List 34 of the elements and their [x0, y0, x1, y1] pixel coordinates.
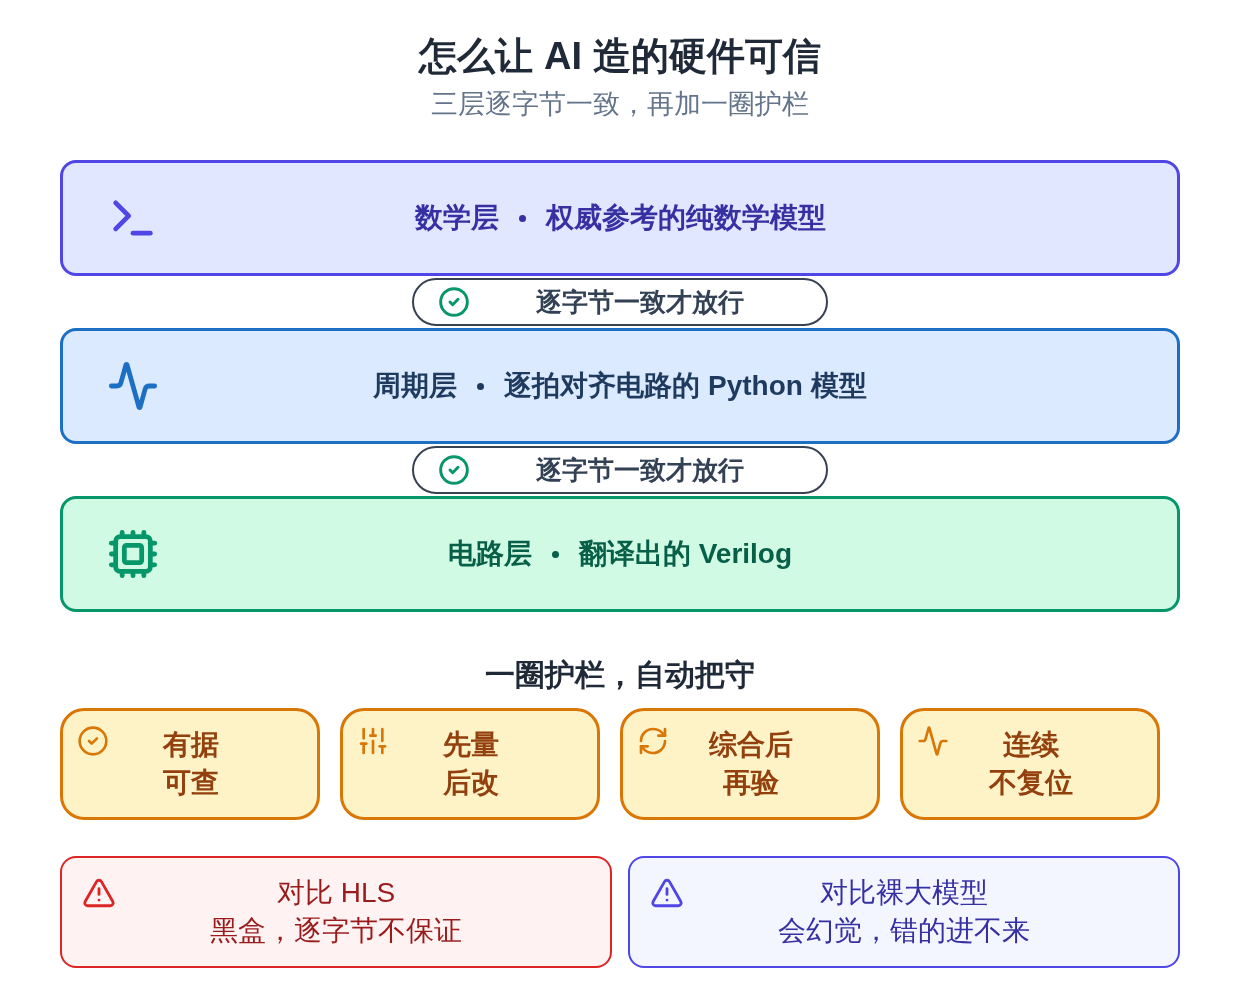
- contrast-text: 会幻觉，错的进不来: [778, 914, 1030, 948]
- guard-card: [60, 708, 320, 820]
- title: 怎么让 AI 造的硬件可信: [419, 34, 821, 79]
- guard-text: 再验: [722, 766, 779, 800]
- layer-text: 逐拍对齐电路的 Python 模型: [504, 369, 867, 403]
- gate-text: 逐字节一致才放行: [536, 285, 744, 319]
- contrast-heading: 对比裸大模型: [820, 876, 988, 910]
- gate-text: 逐字节一致才放行: [536, 453, 744, 487]
- layer-box: [60, 328, 1180, 444]
- guard-card: [340, 708, 600, 820]
- layer-text: 翻译出的 Verilog: [578, 537, 793, 571]
- check-pill: [412, 446, 828, 494]
- guard-text: 可查: [162, 766, 219, 800]
- contrast-text: 黑盒，逐字节不保证: [210, 914, 462, 948]
- contrast-card: [628, 856, 1180, 968]
- guard-card: [900, 708, 1160, 820]
- guard-text: 后改: [442, 766, 499, 800]
- guard-card: [620, 708, 880, 820]
- contrast-heading: 对比 HLS: [276, 876, 396, 910]
- layer-text: 电路层: [447, 537, 532, 571]
- section-heading: 一圈护栏，自动把守: [485, 657, 755, 693]
- layer-box: [60, 160, 1180, 276]
- guard-text: 连续: [1002, 728, 1059, 762]
- guard-text: 有据: [162, 728, 219, 762]
- check-pill: [412, 278, 828, 326]
- guard-text: 不复位: [988, 766, 1073, 800]
- layer-text: 周期层: [373, 369, 458, 403]
- guard-text: 先量: [442, 728, 499, 762]
- layer-text: 数学层: [414, 201, 499, 235]
- subtitle: 三层逐字节一致，再加一圈护栏: [431, 88, 809, 121]
- guard-text: 综合后: [708, 728, 793, 762]
- contrast-card: [60, 856, 612, 968]
- layer-text: 权威参考的纯数学模型: [545, 201, 826, 235]
- layer-box: [60, 496, 1180, 612]
